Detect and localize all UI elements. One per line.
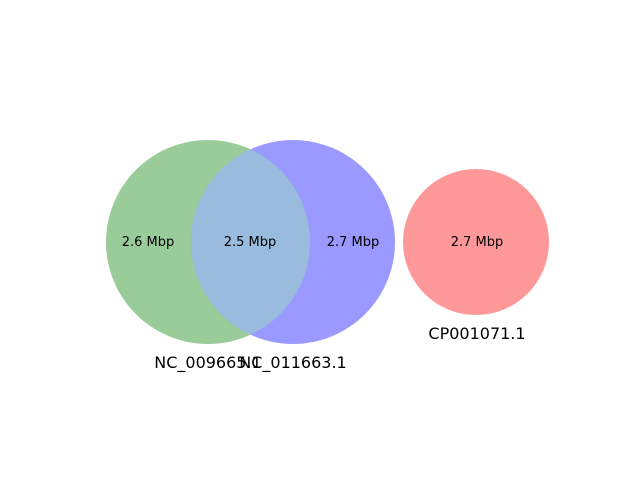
region-label-set1-set2: 2.5 Mbp: [224, 235, 277, 250]
region-label-only-set2: 2.7 Mbp: [327, 235, 380, 250]
set-label-nc-011663: NC_011663.1: [239, 353, 346, 373]
set-label-nc-009665: NC_009665.1: [154, 353, 261, 373]
set-label-cp001071: CP001071.1: [428, 324, 525, 343]
set-circle-cp001071: [403, 169, 549, 315]
region-label-only-set1: 2.6 Mbp: [122, 235, 175, 250]
overlap-region-set1-set2: [191, 140, 310, 344]
region-label-only-set3: 2.7 Mbp: [451, 235, 504, 250]
